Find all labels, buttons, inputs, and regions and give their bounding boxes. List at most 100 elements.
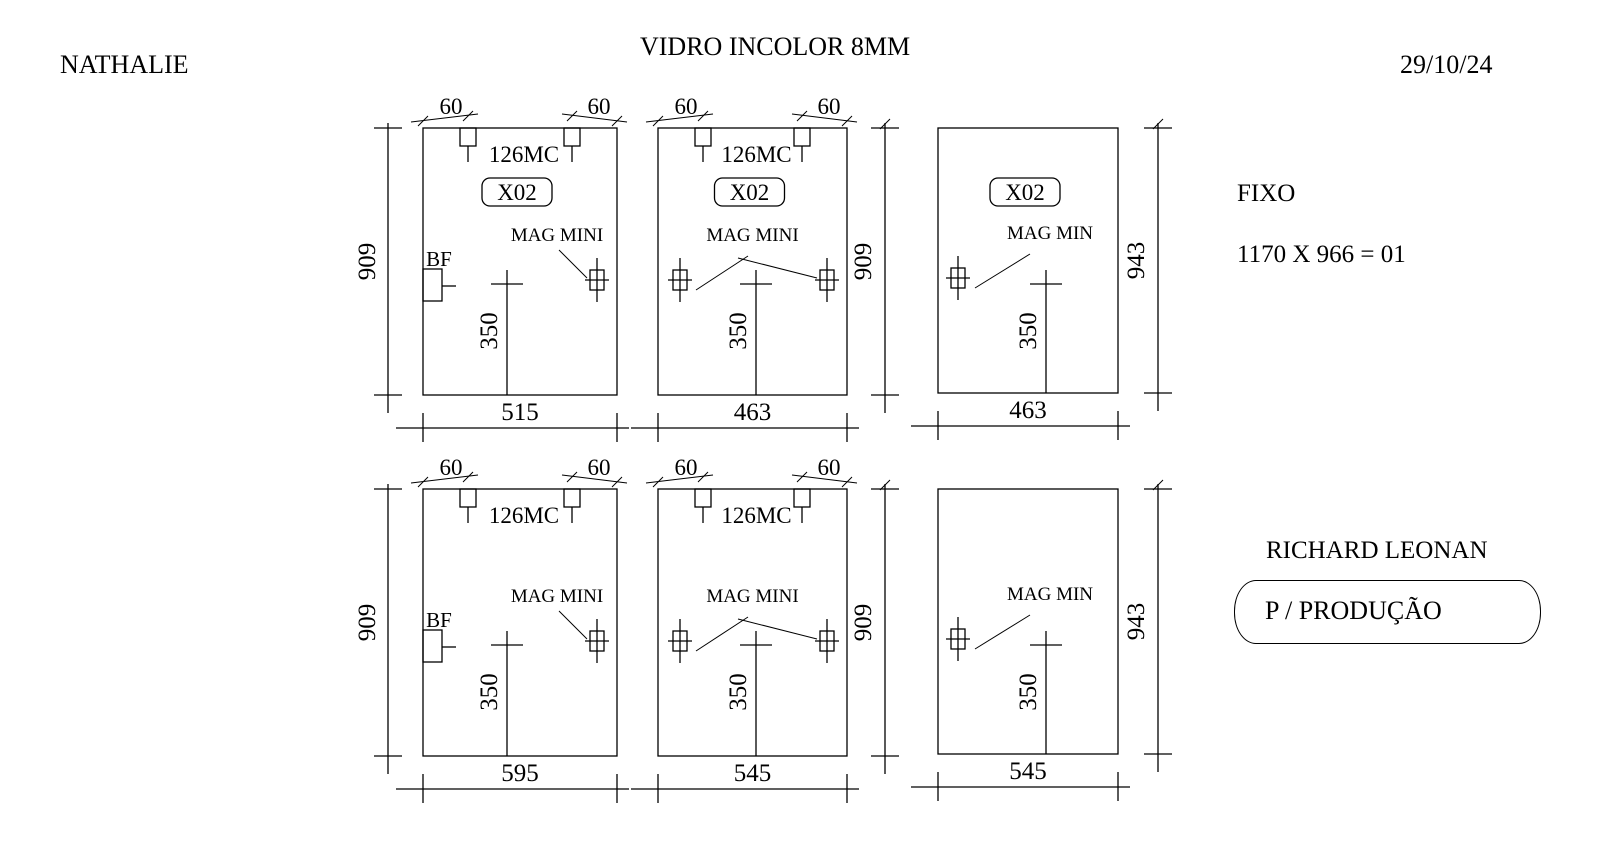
panel-code-label: X02 [497, 180, 537, 205]
designer-name: RICHARD LEONAN [1266, 537, 1488, 564]
hinge-mark [459, 127, 477, 147]
panel-width-label: 463 [734, 399, 772, 426]
magnet-label: MAG MINI [706, 586, 798, 607]
dimension-tick [879, 118, 891, 130]
dimension-tick [841, 476, 853, 488]
panel-width-label: 595 [501, 760, 539, 787]
hinge-mark [563, 488, 581, 508]
dimension-tick [417, 115, 429, 127]
magnet-label: MAG MIN [1007, 584, 1093, 605]
bf-label: BF [426, 608, 452, 632]
hole-position-label: 350 [725, 673, 752, 711]
panel-code-badge [989, 177, 1061, 207]
hinge-mark [694, 127, 712, 147]
magnet-leader [974, 614, 1031, 650]
production-stamp-text: P / PRODUÇÃO [1265, 596, 1442, 625]
top-right-offset-label: 60 [588, 455, 611, 480]
magnet-label: MAG MIN [1007, 223, 1093, 244]
panel-code-label: X02 [730, 180, 770, 205]
panel-outline [657, 127, 848, 396]
hole-position-label: 350 [725, 312, 752, 350]
magnet-leader [558, 249, 588, 279]
magnet-leader [695, 255, 749, 291]
dimension-tick [697, 471, 709, 483]
hinge-code-label: 126MC [489, 503, 559, 528]
bf-label: BF [426, 247, 452, 271]
top-right-offset-label: 60 [818, 94, 841, 119]
hinge-mark [694, 488, 712, 508]
dimension-tick [566, 110, 578, 122]
magnet-label: MAG MINI [706, 225, 798, 246]
panel-height-label: 943 [1123, 242, 1150, 280]
panel-width-label: 463 [1009, 397, 1047, 424]
dimension-tick [417, 476, 429, 488]
hinge-mark [793, 127, 811, 147]
bf-hole-mark [422, 268, 443, 302]
dimension-tick [796, 110, 808, 122]
dimension-tick [1152, 479, 1164, 491]
panel-outline [422, 488, 618, 757]
dimension-tick [841, 115, 853, 127]
panel-width-label: 545 [734, 760, 772, 787]
dimension-tick [697, 110, 709, 122]
hinge-mark [459, 488, 477, 508]
panel-outline [657, 488, 848, 757]
magnet-leader [695, 616, 749, 652]
top-left-offset-label: 60 [440, 94, 463, 119]
dimension-tick [652, 115, 664, 127]
panel-outline [937, 488, 1119, 755]
hole-position-label: 350 [1015, 673, 1042, 711]
hinge-code-label: 126MC [489, 142, 559, 167]
hole-position-label: 350 [476, 312, 503, 350]
dimension-tick [462, 471, 474, 483]
panel-outline [422, 127, 618, 396]
panel-height-label: 909 [354, 243, 381, 281]
top-dimension-line [645, 474, 714, 484]
panel-width-label: 515 [501, 399, 539, 426]
hole-position-label: 350 [1015, 312, 1042, 350]
magnet-leader [737, 257, 818, 279]
magnet-leader [737, 618, 818, 640]
hinge-code-label: 126MC [721, 142, 791, 167]
panel-height-label: 909 [850, 243, 877, 281]
panel-height-label: 909 [354, 604, 381, 642]
magnet-leader [974, 253, 1031, 289]
panel-code-label: X02 [1005, 180, 1045, 205]
hinge-code-label: 126MC [721, 503, 791, 528]
hinge-mark [563, 127, 581, 147]
panel-height-label: 943 [1123, 603, 1150, 641]
material-title: VIDRO INCOLOR 8MM [640, 32, 911, 61]
top-left-offset-label: 60 [440, 455, 463, 480]
top-dimension-line [410, 474, 479, 484]
date: 29/10/24 [1400, 50, 1493, 79]
fixo-spec: 1170 X 966 = 01 [1237, 241, 1406, 268]
top-right-offset-label: 60 [588, 94, 611, 119]
bf-hole-mark [422, 629, 443, 663]
fixo-label: FIXO [1237, 180, 1296, 207]
hinge-mark [793, 488, 811, 508]
panel-code-badge [481, 177, 553, 207]
dimension-tick [796, 471, 808, 483]
dimension-tick [1152, 118, 1164, 130]
panel-code-badge [713, 177, 786, 207]
panel-width-label: 545 [1009, 758, 1047, 785]
dimension-tick [611, 476, 623, 488]
dimension-tick [462, 110, 474, 122]
hole-position-label: 350 [476, 673, 503, 711]
panel-outline [937, 127, 1119, 394]
top-dimension-line [410, 113, 479, 123]
top-left-offset-label: 60 [675, 94, 698, 119]
magnet-leader [558, 610, 588, 640]
client-name: NATHALIE [60, 50, 189, 79]
dimension-tick [566, 471, 578, 483]
top-right-offset-label: 60 [818, 455, 841, 480]
dimension-tick [611, 115, 623, 127]
top-dimension-line [645, 113, 714, 123]
panel-height-label: 909 [850, 604, 877, 642]
